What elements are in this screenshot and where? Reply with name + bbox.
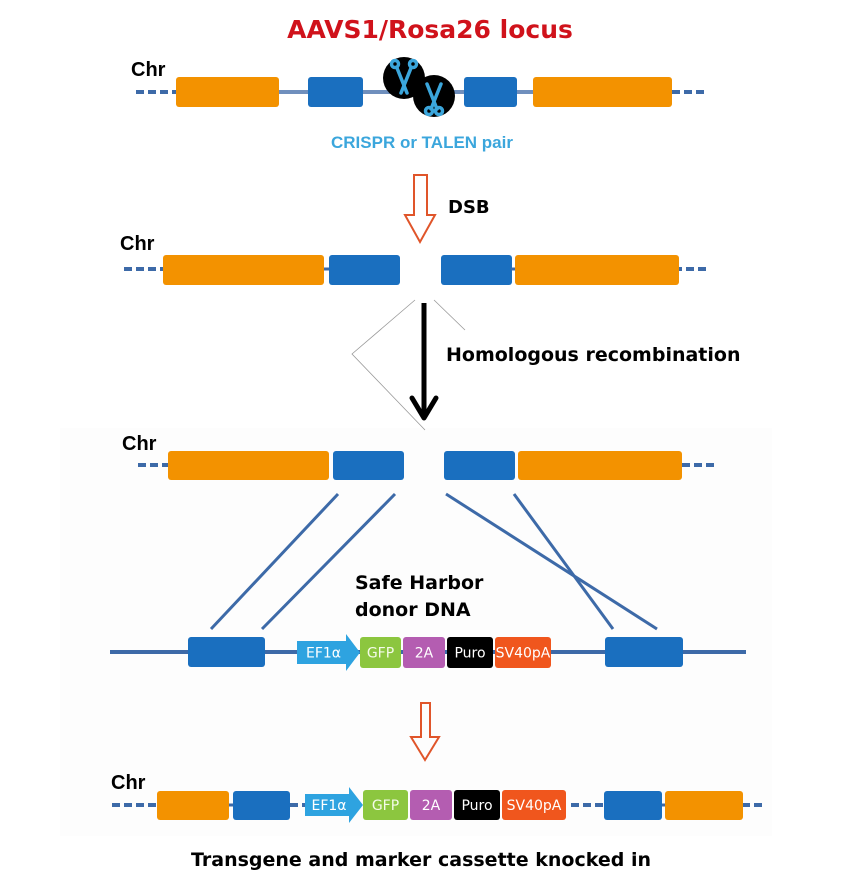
- cassette-promoter-block: [305, 787, 363, 823]
- homology-arm-right: [441, 255, 512, 285]
- exon-block: [157, 791, 229, 820]
- cassette-polya-label: SV40pA: [496, 646, 551, 662]
- chr-label: Chr: [111, 772, 146, 794]
- exon-block: [515, 255, 679, 285]
- exon-block: [163, 255, 324, 285]
- cassette-gfp-label: GFP: [372, 798, 399, 814]
- donor-label-line1: Safe Harbor: [355, 572, 484, 594]
- cassette-t2a-label: 2A: [422, 798, 441, 814]
- chr-label: Chr: [120, 233, 155, 255]
- scissors-icon: [383, 57, 455, 117]
- cassette-puro-block: [454, 790, 500, 820]
- nuclease-label: CRISPR or TALEN pair: [331, 133, 513, 152]
- cassette-polya-label: SV40pA: [507, 798, 562, 814]
- crossover-lines: [209, 492, 658, 631]
- homology-arm-left: [308, 77, 363, 107]
- cassette-promoter-block: [297, 634, 360, 671]
- chr-label: Chr: [131, 59, 166, 81]
- cassette-polya-block: [502, 790, 566, 820]
- cassette-t2a-label: 2A: [415, 646, 434, 662]
- cassette-promoter-label: EF1α: [311, 798, 346, 814]
- exon-block: [168, 451, 329, 480]
- cassette-gfp-block: [360, 637, 401, 668]
- panel-background: [60, 428, 772, 836]
- exon-block: [533, 77, 672, 107]
- row-cut-chromosome: Chr: [122, 433, 714, 480]
- homology-arm-left: [329, 255, 400, 285]
- hr-label: Homologous recombination: [446, 344, 740, 366]
- cassette-gfp-label: GFP: [367, 646, 394, 662]
- cassette-gfp-block: [363, 790, 408, 820]
- cassette-polya-block: [495, 637, 551, 668]
- homology-arm-right: [604, 791, 662, 820]
- row-intact-locus: Chr: [131, 57, 706, 152]
- figure-title: AAVS1/Rosa26 locus: [287, 15, 573, 44]
- knockin-cassette: EF1α GFP 2A Puro SV40pA: [305, 787, 566, 823]
- knockin-arrow: [409, 702, 441, 762]
- homology-arm-right: [444, 451, 515, 480]
- homology-arm-left: [233, 791, 290, 820]
- dsb-arrow: DSB: [403, 174, 490, 245]
- exon-block: [665, 791, 743, 820]
- hr-arrow: Homologous recombination: [351, 299, 740, 431]
- cassette-t2a-block: [410, 790, 452, 820]
- homology-arm-right: [605, 637, 683, 667]
- knockin-caption: Transgene and marker cassette knocked in: [191, 849, 651, 871]
- cassette-puro-label: Puro: [454, 646, 485, 662]
- chr-label: Chr: [122, 433, 157, 455]
- homology-arm-left: [188, 637, 265, 667]
- row-double-strand-break: Chr: [120, 233, 710, 285]
- donor-cassette: EF1α GFP 2A Puro SV40pA: [297, 634, 551, 671]
- donor-label-line2: donor DNA: [355, 599, 471, 621]
- exon-block: [518, 451, 682, 480]
- exon-block: [176, 77, 279, 107]
- cassette-puro-label: Puro: [461, 798, 492, 814]
- row-donor-dna: EF1α GFP 2A Puro SV40pA: [110, 634, 746, 671]
- homology-arm-left: [333, 451, 404, 480]
- row-knocked-in: Chr EF1α GFP 2A Puro SV40pA: [111, 772, 766, 823]
- cassette-t2a-block: [403, 637, 445, 668]
- cassette-promoter-label: EF1α: [306, 646, 341, 662]
- dsb-label: DSB: [448, 197, 490, 218]
- cassette-puro-block: [447, 637, 493, 668]
- homology-arm-right: [464, 77, 517, 107]
